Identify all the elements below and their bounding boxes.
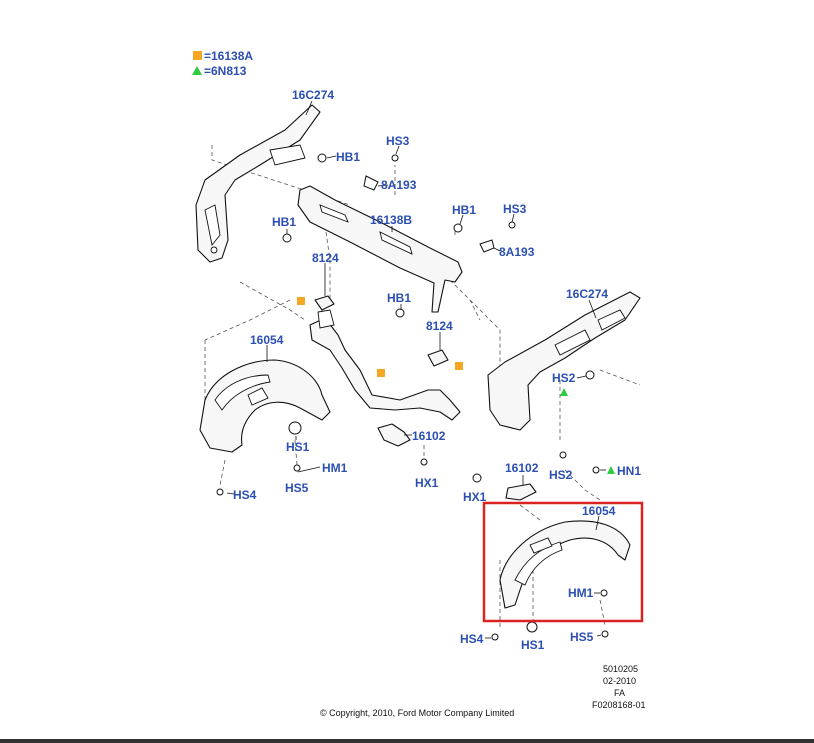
label-8124-b: 8124 <box>426 319 453 333</box>
upper-crossmember <box>297 185 463 313</box>
bracket-16102-left <box>377 423 411 447</box>
label-16c274-top: 16C274 <box>292 88 334 102</box>
label-16054-right: 16054 <box>582 504 616 518</box>
footer-code-2: 02-2010 <box>603 676 636 686</box>
part-labels: 16C274 HB1 HS3 8A193 HB1 16138B HB1 HS3 … <box>233 88 641 652</box>
highlight-box <box>482 501 644 623</box>
label-hs1-a: HS1 <box>286 440 310 454</box>
bracket-16102-right <box>505 483 537 501</box>
label-hb1-b: HB1 <box>272 215 296 229</box>
label-hs3-b: HS3 <box>503 202 527 216</box>
label-8a193-b: 8A193 <box>499 245 535 259</box>
footer-code-4: F0208168-01 <box>592 700 646 710</box>
latch-bracket-right <box>427 349 449 367</box>
square-marker-icon <box>377 369 385 377</box>
label-hm1-a: HM1 <box>322 461 348 475</box>
triangle-marker-icon <box>607 466 615 474</box>
legend-item-triangle: =6N813 <box>204 64 247 78</box>
fasteners <box>216 153 609 641</box>
label-16138b: 16138B <box>370 213 412 227</box>
footer-code-1: 5010205 <box>603 664 638 674</box>
label-hs4-b: HS4 <box>460 632 484 646</box>
triangle-marker-icon <box>192 66 202 75</box>
square-marker-icon <box>455 362 463 370</box>
label-hs1-b: HS1 <box>521 638 545 652</box>
label-hs3-a: HS3 <box>386 134 410 148</box>
label-hb1-d: HB1 <box>387 291 411 305</box>
latch-bracket-left <box>314 295 335 311</box>
bottom-border <box>0 739 814 743</box>
splash-shield-left <box>199 359 331 453</box>
label-hb1-a: HB1 <box>336 150 360 164</box>
label-16c274-right: 16C274 <box>566 287 608 301</box>
label-hm1-b: HM1 <box>568 586 594 600</box>
label-hs5-b: HS5 <box>570 630 594 644</box>
footer-code-3: FA <box>614 688 625 698</box>
triangle-marker-icon <box>560 388 568 396</box>
label-16054-left: 16054 <box>250 333 284 347</box>
label-hb1-c: HB1 <box>452 203 476 217</box>
footer: 5010205 02-2010 FA F0208168-01 © Copyrig… <box>320 664 646 718</box>
splash-shield-right <box>499 520 631 609</box>
label-hs2-b: HS2 <box>549 468 573 482</box>
label-8124-a: 8124 <box>312 251 339 265</box>
radiator-support-bracket-right <box>487 291 641 431</box>
legend: =16138A =6N813 <box>192 49 253 78</box>
label-hs5-a: HS5 <box>285 481 309 495</box>
square-marker-icon <box>193 51 202 60</box>
label-16102-b: 16102 <box>505 461 539 475</box>
label-hs4-a: HS4 <box>233 488 257 502</box>
label-hx1-b: HX1 <box>463 490 487 504</box>
label-8a193-a: 8A193 <box>381 178 417 192</box>
legend-item-square: =16138A <box>204 49 253 63</box>
label-hx1-a: HX1 <box>415 476 439 490</box>
radiator-support-bracket-left <box>195 104 321 263</box>
label-hs2-a: HS2 <box>552 371 576 385</box>
square-marker-icon <box>297 297 305 305</box>
label-hn1: HN1 <box>617 464 641 478</box>
leader-lines <box>226 100 606 639</box>
copyright-text: © Copyright, 2010, Ford Motor Company Li… <box>320 708 514 718</box>
lower-crossmember <box>309 309 461 421</box>
label-16102-a: 16102 <box>412 429 446 443</box>
